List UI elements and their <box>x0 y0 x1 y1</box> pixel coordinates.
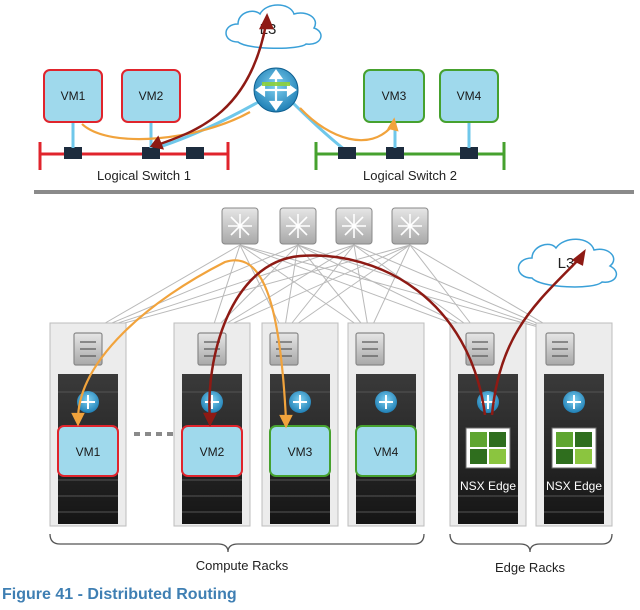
logical-switch-1: Logical Switch 1 <box>38 142 230 183</box>
leaf-switch-icon <box>269 332 299 366</box>
logical-vm-4: VM4 <box>439 69 499 123</box>
leaf-switch-icon <box>197 332 227 366</box>
nsx-edge-2: NSX Edge <box>546 427 602 493</box>
compute-racks-brace <box>49 533 425 553</box>
spine-switch-icon <box>279 207 317 245</box>
logical-vm-2: VM2 <box>121 69 181 123</box>
logical-vm-connectors <box>71 122 471 148</box>
spine-switch-icon <box>335 207 373 245</box>
figure-caption: Figure 41 - Distributed Routing <box>2 586 237 603</box>
distributed-routing-diagram: L3 Logical Switch 1 Logical Switch 2 VM1 <box>34 4 634 575</box>
edge-racks-label: Edge Racks <box>495 560 566 575</box>
logical-switch-2: Logical Switch 2 <box>314 142 506 183</box>
router-icon <box>201 391 223 413</box>
nsx-edge-label: NSX Edge <box>460 479 516 493</box>
svg-text:VM3: VM3 <box>382 89 407 103</box>
svg-text:VM1: VM1 <box>61 89 86 103</box>
cloud-icon-top: L3 <box>225 4 322 50</box>
logical-path-red <box>149 12 274 150</box>
physical-path-red <box>202 248 586 427</box>
physical-vm-1: VM1 <box>57 425 119 477</box>
nsx-edge-logo-icon <box>465 427 511 469</box>
edge-racks-brace <box>449 533 613 553</box>
svg-text:VM4: VM4 <box>374 445 399 459</box>
logical-switch-2-label: Logical Switch 2 <box>363 168 457 183</box>
spine-leaf-links <box>87 244 561 334</box>
leaf-switch-icon <box>545 332 575 366</box>
nsx-edge-logo-icon <box>551 427 597 469</box>
svg-text:VM2: VM2 <box>139 89 164 103</box>
physical-path-orange <box>71 259 293 429</box>
logical-vm-3: VM3 <box>363 69 425 123</box>
leaf-switches <box>73 332 575 366</box>
router-icon <box>563 391 585 413</box>
spine-switches <box>221 207 429 245</box>
physical-vm-3: VM3 <box>269 425 331 477</box>
cloud-icon-bottom: L3 <box>517 238 618 288</box>
leaf-switch-icon <box>355 332 385 366</box>
svg-text:VM3: VM3 <box>288 445 313 459</box>
physical-vm-4: VM4 <box>355 425 417 477</box>
svg-text:VM1: VM1 <box>76 445 101 459</box>
logical-vm-1: VM1 <box>43 69 103 123</box>
logical-switch-1-label: Logical Switch 1 <box>97 168 191 183</box>
cloud-label-bottom: L3 <box>558 255 575 272</box>
physical-vm-2: VM2 <box>181 425 243 477</box>
compute-racks-label: Compute Racks <box>196 558 289 573</box>
spine-switch-icon <box>221 207 259 245</box>
logical-router-icon <box>253 67 299 113</box>
nsx-edge-label: NSX Edge <box>546 479 602 493</box>
spine-switch-icon <box>391 207 429 245</box>
svg-text:VM2: VM2 <box>200 445 225 459</box>
ellipsis-dots <box>134 432 173 436</box>
nsx-edge-1: NSX Edge <box>460 427 516 493</box>
leaf-switch-icon <box>73 332 103 366</box>
router-icon <box>375 391 397 413</box>
router-icon <box>289 391 311 413</box>
logical-blue-links <box>149 98 346 152</box>
svg-text:VM4: VM4 <box>457 89 482 103</box>
